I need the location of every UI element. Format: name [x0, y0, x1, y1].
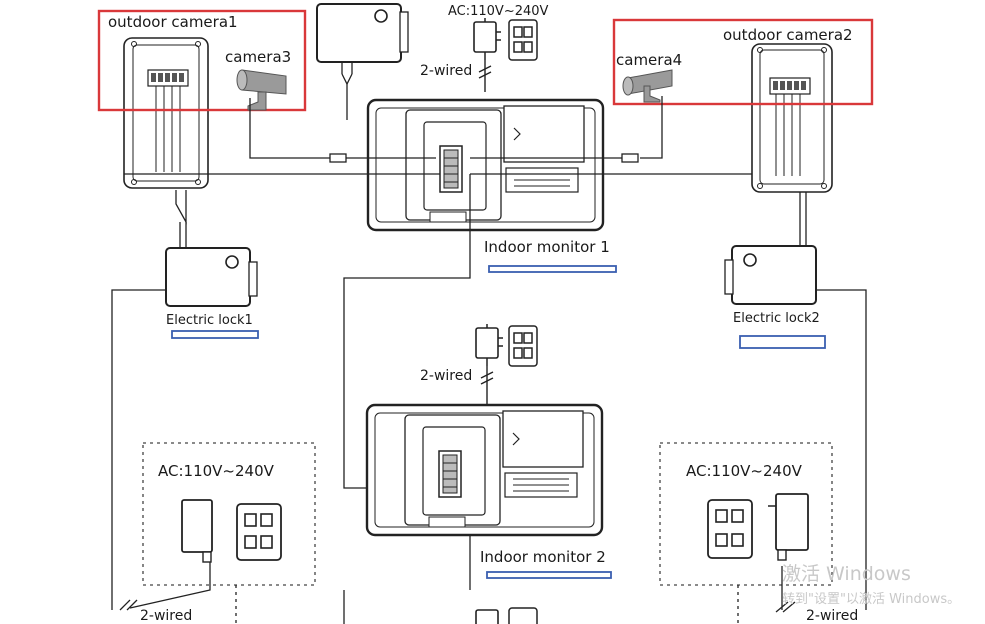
power-adapter-top-icon [473, 17, 502, 61]
ac-left-label: AC:110V~240V [158, 462, 275, 480]
outdoor-camera-2-label: outdoor camera2 [723, 26, 853, 44]
indoor-monitor-1-underline [488, 265, 617, 273]
wall-socket-bottom-icon [508, 607, 538, 624]
wall-socket-right-icon [707, 499, 753, 559]
electric-lock-1-label: Electric lock1 [166, 313, 253, 328]
highlight-box-right [612, 18, 874, 106]
activate-windows-watermark-title: 激活 Windows [782, 563, 911, 585]
camera-3-icon [236, 69, 287, 111]
outdoor-camera-1 [123, 37, 209, 189]
activate-windows-watermark-hint: 转到"设置"以激活 Windows。 [782, 592, 960, 607]
two-wired-bottom-left-label: 2-wired [140, 608, 192, 624]
electric-lock-2 [724, 192, 817, 305]
wall-socket-left-icon [236, 503, 282, 561]
camera-4-icon [622, 69, 673, 103]
two-wired-mid-label: 2-wired [420, 368, 472, 384]
top-junction-box [316, 3, 409, 120]
ac-box-right [659, 442, 833, 586]
power-adapter-mid-icon [475, 323, 504, 367]
electric-lock-2-label: Electric lock2 [733, 311, 820, 326]
indoor-monitor-1 [366, 98, 605, 232]
highlight-box-left [97, 9, 307, 112]
electric-lock-2-underline [739, 335, 826, 349]
ac-top-label: AC:110V~240V [448, 4, 549, 19]
wall-socket-mid-icon [508, 325, 538, 367]
power-adapter-bottom-icon [475, 609, 499, 624]
ac-box-left [142, 442, 316, 586]
indoor-monitor-2 [365, 403, 604, 537]
ac-right-label: AC:110V~240V [686, 462, 803, 480]
camera-3-label: camera3 [225, 48, 291, 66]
indoor-monitor-2-underline [486, 571, 612, 579]
electric-lock-1-underline [171, 330, 259, 339]
wall-socket-top-icon [508, 19, 538, 61]
two-wired-bottom-right-label: 2-wired [806, 608, 858, 624]
power-adapter-left-icon [181, 499, 213, 563]
indoor-monitor-2-label: Indoor monitor 2 [480, 548, 606, 566]
two-wired-top-label: 2-wired [420, 63, 472, 79]
indoor-monitor-1-label: Indoor monitor 1 [484, 238, 610, 256]
camera-wiring [124, 96, 752, 175]
outdoor-camera-2 [751, 43, 833, 193]
electric-lock-1 [165, 190, 258, 307]
power-adapter-right-icon [768, 493, 809, 561]
outdoor-camera-1-label: outdoor camera1 [108, 13, 238, 31]
camera-4-label: camera4 [616, 51, 682, 69]
